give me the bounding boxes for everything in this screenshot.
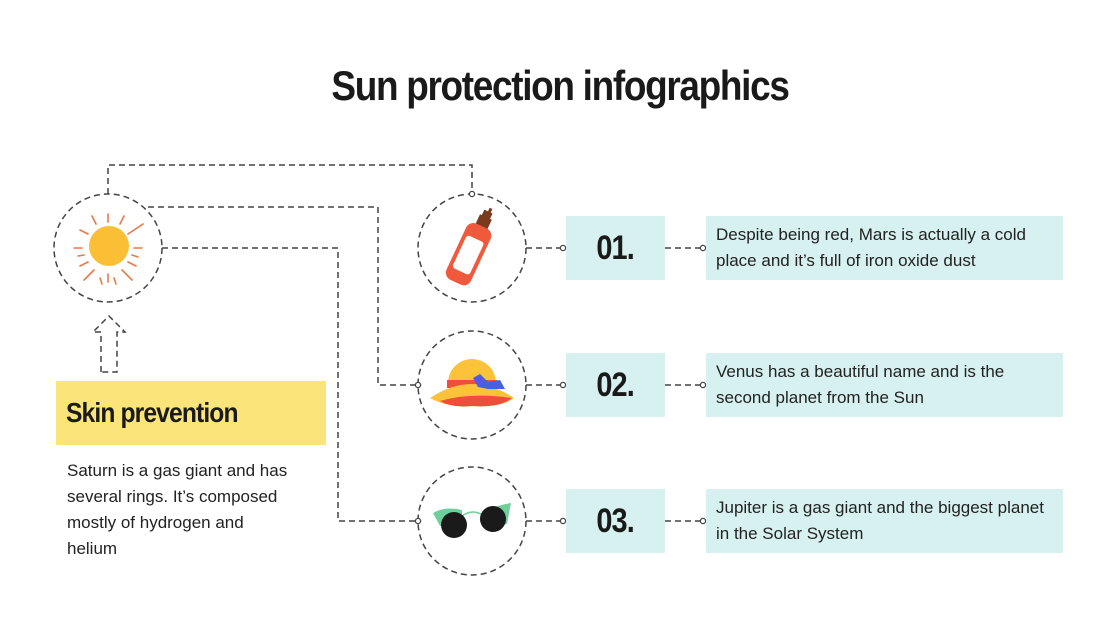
item-1-number: 01. bbox=[596, 228, 635, 267]
connector-sun-item3 bbox=[162, 247, 418, 522]
dashed-up-arrow-icon bbox=[91, 314, 127, 373]
item-2-text-box: Venus has a beautiful name and is the se… bbox=[706, 353, 1063, 417]
item-3-text-box: Jupiter is a gas giant and the biggest p… bbox=[706, 489, 1063, 553]
item-3-circle-outline bbox=[417, 466, 527, 576]
item-2-number: 02. bbox=[596, 365, 635, 404]
item-2-number-box: 02. bbox=[566, 353, 665, 417]
skin-prevention-heading-box: Skin prevention bbox=[56, 381, 326, 445]
skin-prevention-heading: Skin prevention bbox=[66, 397, 239, 428]
sunscreen-spray-icon bbox=[445, 207, 493, 286]
item-1-text: Despite being red, Mars is actually a co… bbox=[716, 225, 1026, 270]
item-2-text: Venus has a beautiful name and is the se… bbox=[716, 362, 1005, 407]
item-3-number-box: 03. bbox=[566, 489, 665, 553]
item-3-text: Jupiter is a gas giant and the biggest p… bbox=[716, 498, 1044, 543]
item-1-text-box: Despite being red, Mars is actually a co… bbox=[706, 216, 1063, 280]
connector-sun-item2 bbox=[148, 206, 418, 386]
item-3-number: 03. bbox=[596, 501, 635, 540]
skin-prevention-description: Saturn is a gas giant and has several ri… bbox=[67, 461, 288, 558]
item-1-number-box: 01. bbox=[566, 216, 665, 280]
sun-hat-icon bbox=[430, 359, 514, 407]
sunglasses-icon bbox=[433, 503, 511, 538]
connector-sun-item1 bbox=[107, 164, 473, 194]
page-title: Sun protection infographics bbox=[331, 62, 789, 109]
sun-icon bbox=[73, 213, 144, 285]
